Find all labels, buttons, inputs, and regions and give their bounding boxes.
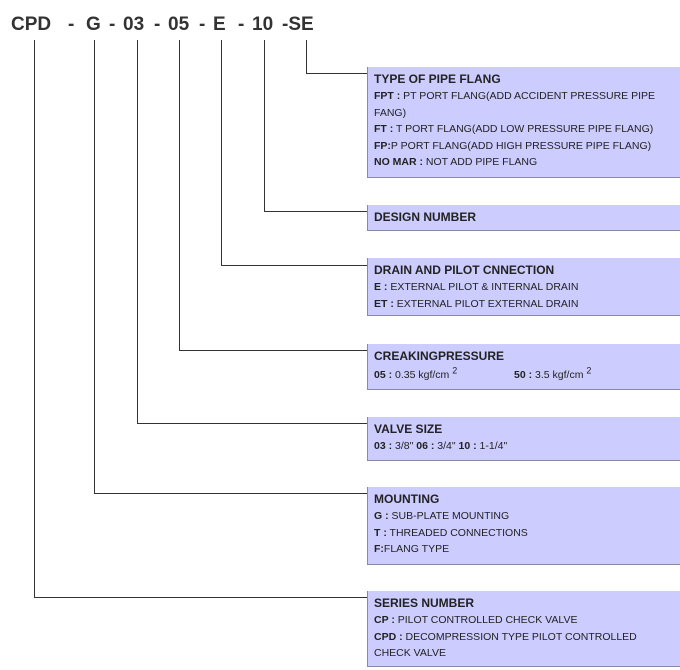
code-dash-5: -	[238, 14, 245, 35]
mounting-item: T : THREADED CONNECTIONS	[374, 526, 528, 539]
drain-pilot-title: DRAIN AND PILOT CNNECTION	[374, 263, 555, 277]
pipe-flang-item: FT : T PORT FLANG(ADD LOW PRESSURE PIPE …	[374, 123, 654, 135]
mounting-item: G : SUB-PLATE MOUNTING	[374, 510, 510, 522]
code-g: G	[86, 14, 101, 35]
code-10: 10	[252, 14, 274, 35]
box-drain-pilot: DRAIN AND PILOT CNNECTION E : EXTERNAL P…	[367, 258, 680, 316]
box-series-number: SERIES NUMBER CP : PILOT CONTROLLED CHEC…	[367, 591, 680, 667]
design-number-title: DESIGN NUMBER	[374, 210, 477, 224]
creaking-value-05: 05 : 0.35 kgf/cm 2	[374, 365, 458, 381]
line-g	[94, 40, 367, 494]
code-cpd: CPD	[11, 14, 52, 35]
line-05	[179, 40, 367, 351]
drain-pilot-item: ET : EXTERNAL PILOT EXTERNAL DRAIN	[374, 297, 579, 310]
code-dash-2: -	[109, 14, 116, 35]
creaking-value-50: 50 : 3.5 kgf/cm 2	[514, 365, 592, 381]
creaking-pressure-values: 05 : 0.35 kgf/cm 2 50 : 3.5 kgf/cm 2	[374, 365, 674, 384]
mounting-title: MOUNTING	[374, 492, 440, 506]
pipe-flang-item: FP:P PORT FLANG(ADD HIGH PRESSURE PIPE F…	[374, 139, 652, 152]
series-item: CPD : DECOMPRESSION TYPE PILOT CONTROLLE…	[374, 630, 637, 660]
box-creaking-pressure: CREAKINGPRESSURE 05 : 0.35 kgf/cm 2 50 :…	[367, 344, 680, 390]
line-03	[137, 40, 367, 424]
valve-size-title: VALVE SIZE	[374, 422, 443, 436]
box-mounting: MOUNTING G : SUB-PLATE MOUNTING T : THRE…	[367, 487, 680, 565]
line-e	[221, 40, 367, 266]
code-se: -SE	[282, 14, 314, 35]
mounting-item: F:FLANG TYPE	[374, 543, 450, 555]
valve-size-values: 03 : 3/8" 06 : 3/4" 10 : 1-1/4"	[374, 440, 508, 452]
code-03: 03	[123, 14, 145, 35]
pipe-flang-item: NO MAR : NOT ADD PIPE FLANG	[374, 156, 538, 168]
series-number-title: SERIES NUMBER	[374, 596, 475, 610]
pipe-flang-title: TYPE OF PIPE FLANG	[374, 72, 501, 86]
code-dash-4: -	[199, 14, 206, 35]
line-se	[306, 40, 367, 74]
line-10	[264, 40, 367, 212]
code-dash-1: -	[68, 14, 75, 35]
drain-pilot-item: E : EXTERNAL PILOT & INTERNAL DRAIN	[374, 281, 579, 293]
pipe-flang-item: FPT : PT PORT FLANG(ADD ACCIDENT PRESSUR…	[374, 90, 656, 119]
series-item: CP : PILOT CONTROLLED CHECK VALVE	[374, 614, 578, 626]
box-pipe-flang: TYPE OF PIPE FLANG FPT : PT PORT FLANG(A…	[367, 67, 680, 178]
box-design-number: DESIGN NUMBER	[367, 205, 680, 231]
line-cpd	[34, 40, 367, 598]
creaking-pressure-title: CREAKINGPRESSURE	[374, 349, 505, 363]
code-dash-3: -	[154, 14, 161, 35]
box-valve-size: VALVE SIZE 03 : 3/8" 06 : 3/4" 10 : 1-1/…	[367, 417, 680, 461]
code-e: E	[213, 14, 226, 35]
code-05: 05	[168, 14, 190, 35]
